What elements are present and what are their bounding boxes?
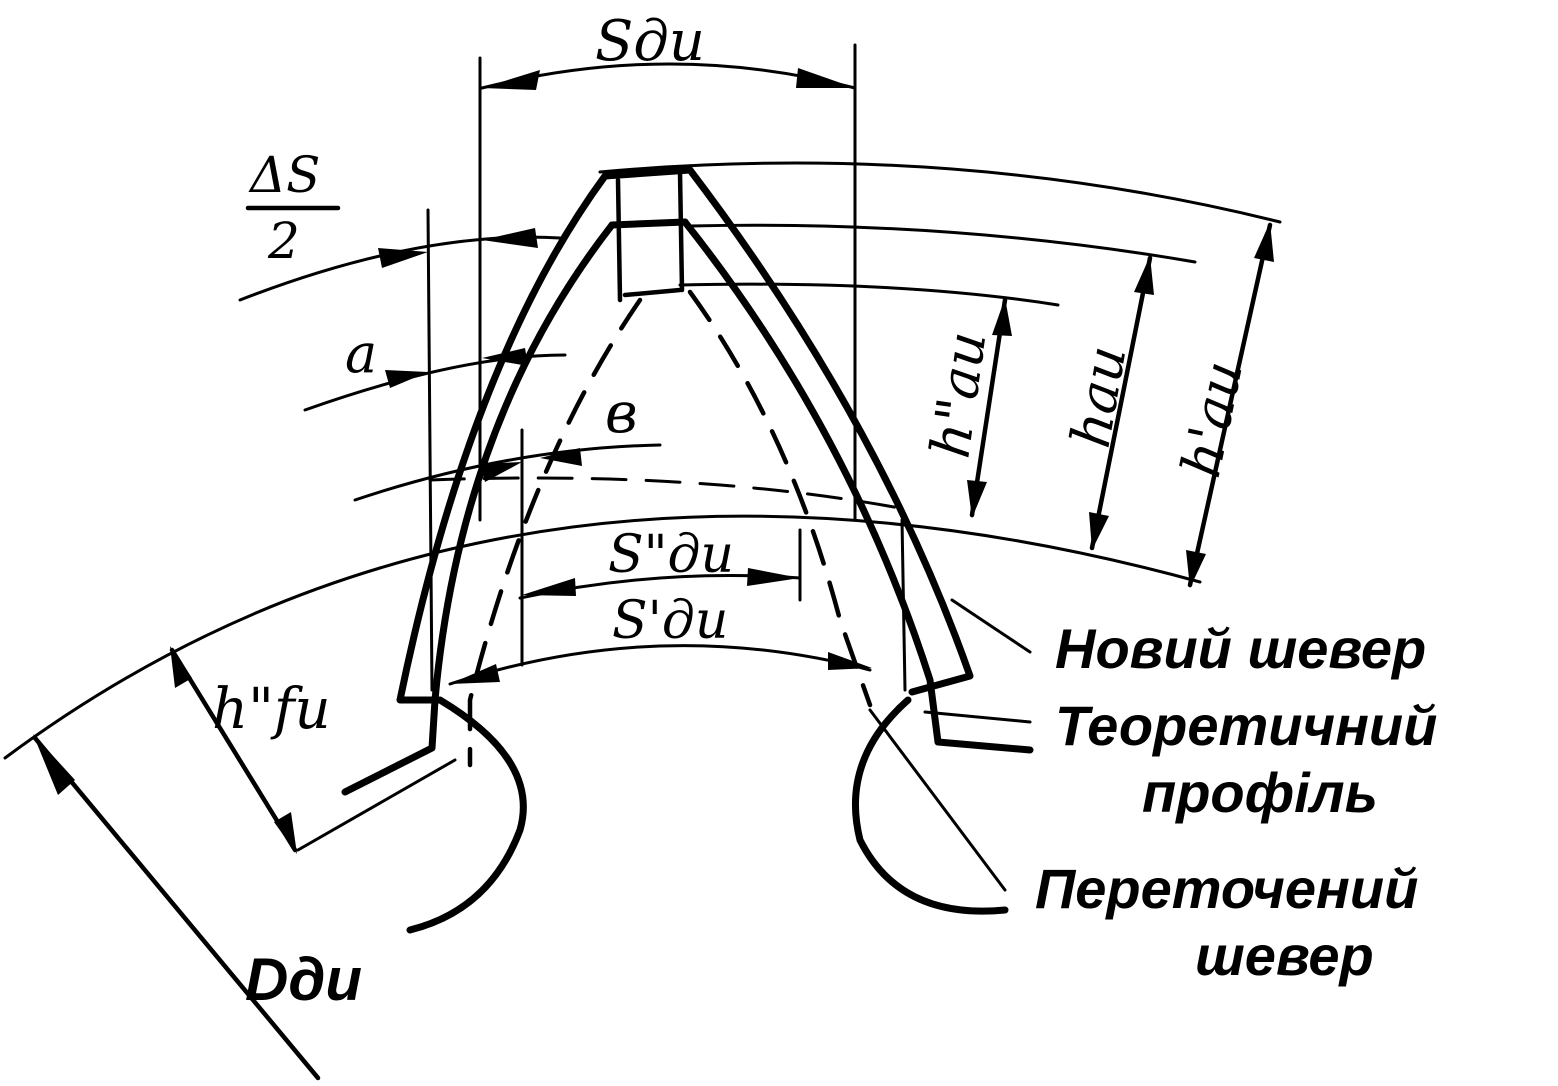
dim-h-au-line bbox=[1089, 255, 1153, 551]
label-a: a bbox=[345, 322, 377, 385]
label-d-du: Dди bbox=[245, 946, 362, 1013]
dim-s-du-dd-arrow-right bbox=[747, 568, 800, 586]
left-root-fillet bbox=[406, 696, 527, 934]
dim-h-fu-ext bbox=[296, 758, 457, 852]
legend-theoretical-profile-line2: профіль bbox=[1142, 761, 1378, 824]
horizontal-dimension-arrows bbox=[378, 68, 872, 684]
label-h-fu-dd: h"fи bbox=[212, 677, 331, 742]
arc-b bbox=[353, 443, 662, 502]
dim-s-du-dd-arrow-left bbox=[522, 578, 576, 596]
legend-new-shaver: Новий шевер bbox=[1055, 617, 1426, 680]
extension-lines bbox=[426, 43, 907, 692]
dim-b-arrow-right bbox=[540, 448, 582, 466]
theoretical-profile-dashed bbox=[467, 169, 873, 768]
dim-delta-arrow-left bbox=[378, 248, 428, 268]
arc-tip-outer bbox=[598, 161, 1282, 224]
theoretical-top-vertical-left bbox=[615, 177, 623, 303]
dim-h-au-dd-arrow-top bbox=[992, 298, 1012, 336]
leader-new-shaver bbox=[950, 598, 1032, 654]
new-shaver-outline bbox=[341, 166, 1034, 934]
legend-reground-shaver-line2: шевер bbox=[1195, 924, 1374, 987]
dim-d-du-line bbox=[32, 735, 321, 1081]
dim-h-fu-arrow-top bbox=[170, 646, 192, 688]
dim-h-au-d-line bbox=[1187, 222, 1273, 588]
theoretical-top-vertical-right bbox=[677, 169, 685, 293]
reground-tip bbox=[608, 218, 689, 229]
arc-tip-inner bbox=[678, 282, 1060, 307]
legend-reground-shaver-line1: Переточений bbox=[1035, 857, 1418, 920]
dim-s-du-arrow-left bbox=[482, 70, 540, 90]
label-s-du-dd: S"ди bbox=[608, 525, 734, 585]
label-s-du-d: S'ди bbox=[612, 591, 728, 651]
arc-tip-middle bbox=[688, 223, 1197, 264]
new-shaver-left-flank bbox=[396, 172, 609, 704]
root-dimensions bbox=[32, 646, 457, 1081]
arc-pitch-circle bbox=[3, 514, 1202, 760]
leader-theoretical bbox=[923, 710, 1032, 724]
dim-h-au-d-arrow-bottom bbox=[1186, 550, 1206, 588]
height-dimensions bbox=[967, 222, 1274, 588]
dim-s-du-d-arrow-right bbox=[828, 652, 872, 670]
arc-a bbox=[303, 353, 567, 412]
new-shaver-tip bbox=[601, 166, 694, 180]
theoretical-right-flank bbox=[687, 289, 873, 708]
dim-h-au-dd-line bbox=[969, 297, 1008, 518]
theoretical-left-flank bbox=[467, 297, 643, 768]
theoretical-top-base bbox=[622, 287, 683, 298]
label-s-du: Sди bbox=[595, 9, 705, 74]
dim-a-arrow-right bbox=[482, 348, 528, 366]
dim-h-au-dd-arrow-bottom bbox=[967, 480, 987, 518]
dim-d-du-arrow bbox=[33, 734, 75, 795]
legend-leaders bbox=[868, 598, 1032, 892]
dim-delta-arrow-right bbox=[482, 228, 538, 248]
dim-s-du-d-arrow-left bbox=[450, 664, 500, 684]
dim-h-au-d-arrow-top bbox=[1254, 222, 1274, 262]
dim-h-au-arrow-top bbox=[1134, 256, 1154, 295]
legend-theoretical-profile-line1: Теоретичний bbox=[1055, 694, 1437, 757]
dim-h-au-arrow-bottom bbox=[1089, 512, 1109, 550]
reground-right-flank bbox=[681, 218, 1034, 754]
new-shaver-right-flank bbox=[686, 166, 974, 696]
label-h-au: hаи bbox=[1059, 341, 1139, 452]
legend: Новий шевер Теоретичний профіль Переточе… bbox=[1035, 617, 1437, 987]
ext-line-delta-left bbox=[426, 208, 434, 692]
right-root-fillet bbox=[851, 696, 1009, 915]
dim-h-fu-line bbox=[169, 647, 298, 853]
dim-s-du-arrow-right bbox=[796, 68, 855, 88]
arc-s-du-d bbox=[448, 644, 872, 686]
label-delta-s-den: 2 bbox=[267, 212, 300, 270]
dim-a-arrow-left bbox=[385, 370, 428, 388]
reground-left-flank bbox=[341, 221, 616, 796]
label-b: в bbox=[605, 381, 638, 446]
leader-reground bbox=[868, 708, 1007, 892]
label-h-au-dd: h"аи bbox=[918, 328, 998, 462]
dim-h-fu-arrow-bottom bbox=[274, 812, 297, 854]
label-delta-s-num: ΔS bbox=[248, 146, 320, 204]
arc-reference-dashed bbox=[428, 476, 912, 512]
dim-b-arrow-left bbox=[480, 462, 522, 482]
label-h-au-d: h'аи bbox=[1169, 356, 1255, 483]
